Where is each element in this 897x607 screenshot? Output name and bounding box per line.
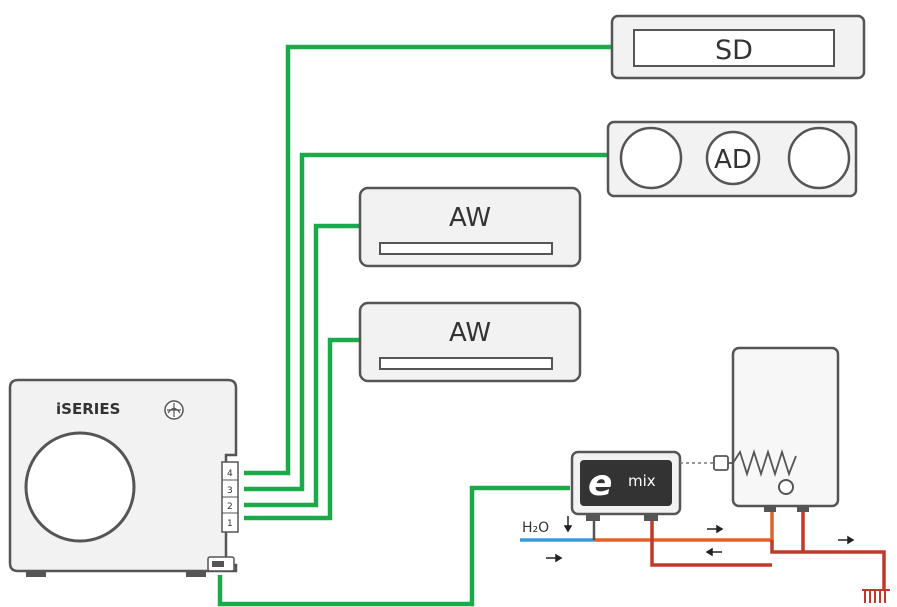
hot-pipe-out: [770, 540, 886, 590]
sensor-probe: [713, 455, 729, 471]
sd-unit: SD: [610, 14, 866, 80]
arrow-right-icon: [546, 553, 563, 563]
emix-logo-text: mix: [628, 472, 656, 490]
port-3: 3: [227, 486, 233, 496]
pipes: [520, 508, 886, 590]
wire-sd: [244, 44, 612, 476]
arrow-right-icon: [838, 535, 855, 545]
port-1: 1: [227, 519, 233, 529]
radiator-icon: [862, 589, 890, 603]
fan-grille: [24, 431, 136, 543]
port-4: 4: [227, 469, 233, 479]
ad-label: AD: [714, 145, 752, 175]
brand-logo-icon: [164, 400, 184, 420]
water-heater: [713, 346, 840, 512]
outdoor-unit: iSERIES 4 3 2 1: [8, 378, 239, 577]
aw-label-2: AW: [449, 318, 491, 348]
arrow-right-icon: [707, 524, 724, 534]
emix-controller: e mix: [570, 450, 682, 521]
wire-ad: [244, 152, 608, 492]
aw-label-1: AW: [449, 203, 491, 233]
heating-element-icon: [728, 449, 797, 477]
wire-emix: [217, 485, 570, 607]
control-wires: [217, 44, 612, 607]
hot-pipe-emix: [650, 513, 772, 567]
wire-aw-2: [244, 337, 360, 521]
emix-logo-letter: e: [588, 463, 612, 504]
sd-label: SD: [715, 35, 753, 66]
ad-unit: AD: [606, 120, 858, 198]
aw-unit-2: AW: [358, 301, 582, 383]
aw-unit-1: AW: [358, 186, 582, 268]
arrow-down-icon: [563, 516, 573, 533]
water-inlet-label: H₂O: [522, 520, 549, 536]
wire-aw-1: [244, 223, 360, 508]
arrow-left-icon: [705, 547, 722, 557]
flow-arrows: [546, 516, 855, 563]
brand-label: iSERIES: [56, 400, 120, 418]
port-2: 2: [227, 502, 233, 512]
